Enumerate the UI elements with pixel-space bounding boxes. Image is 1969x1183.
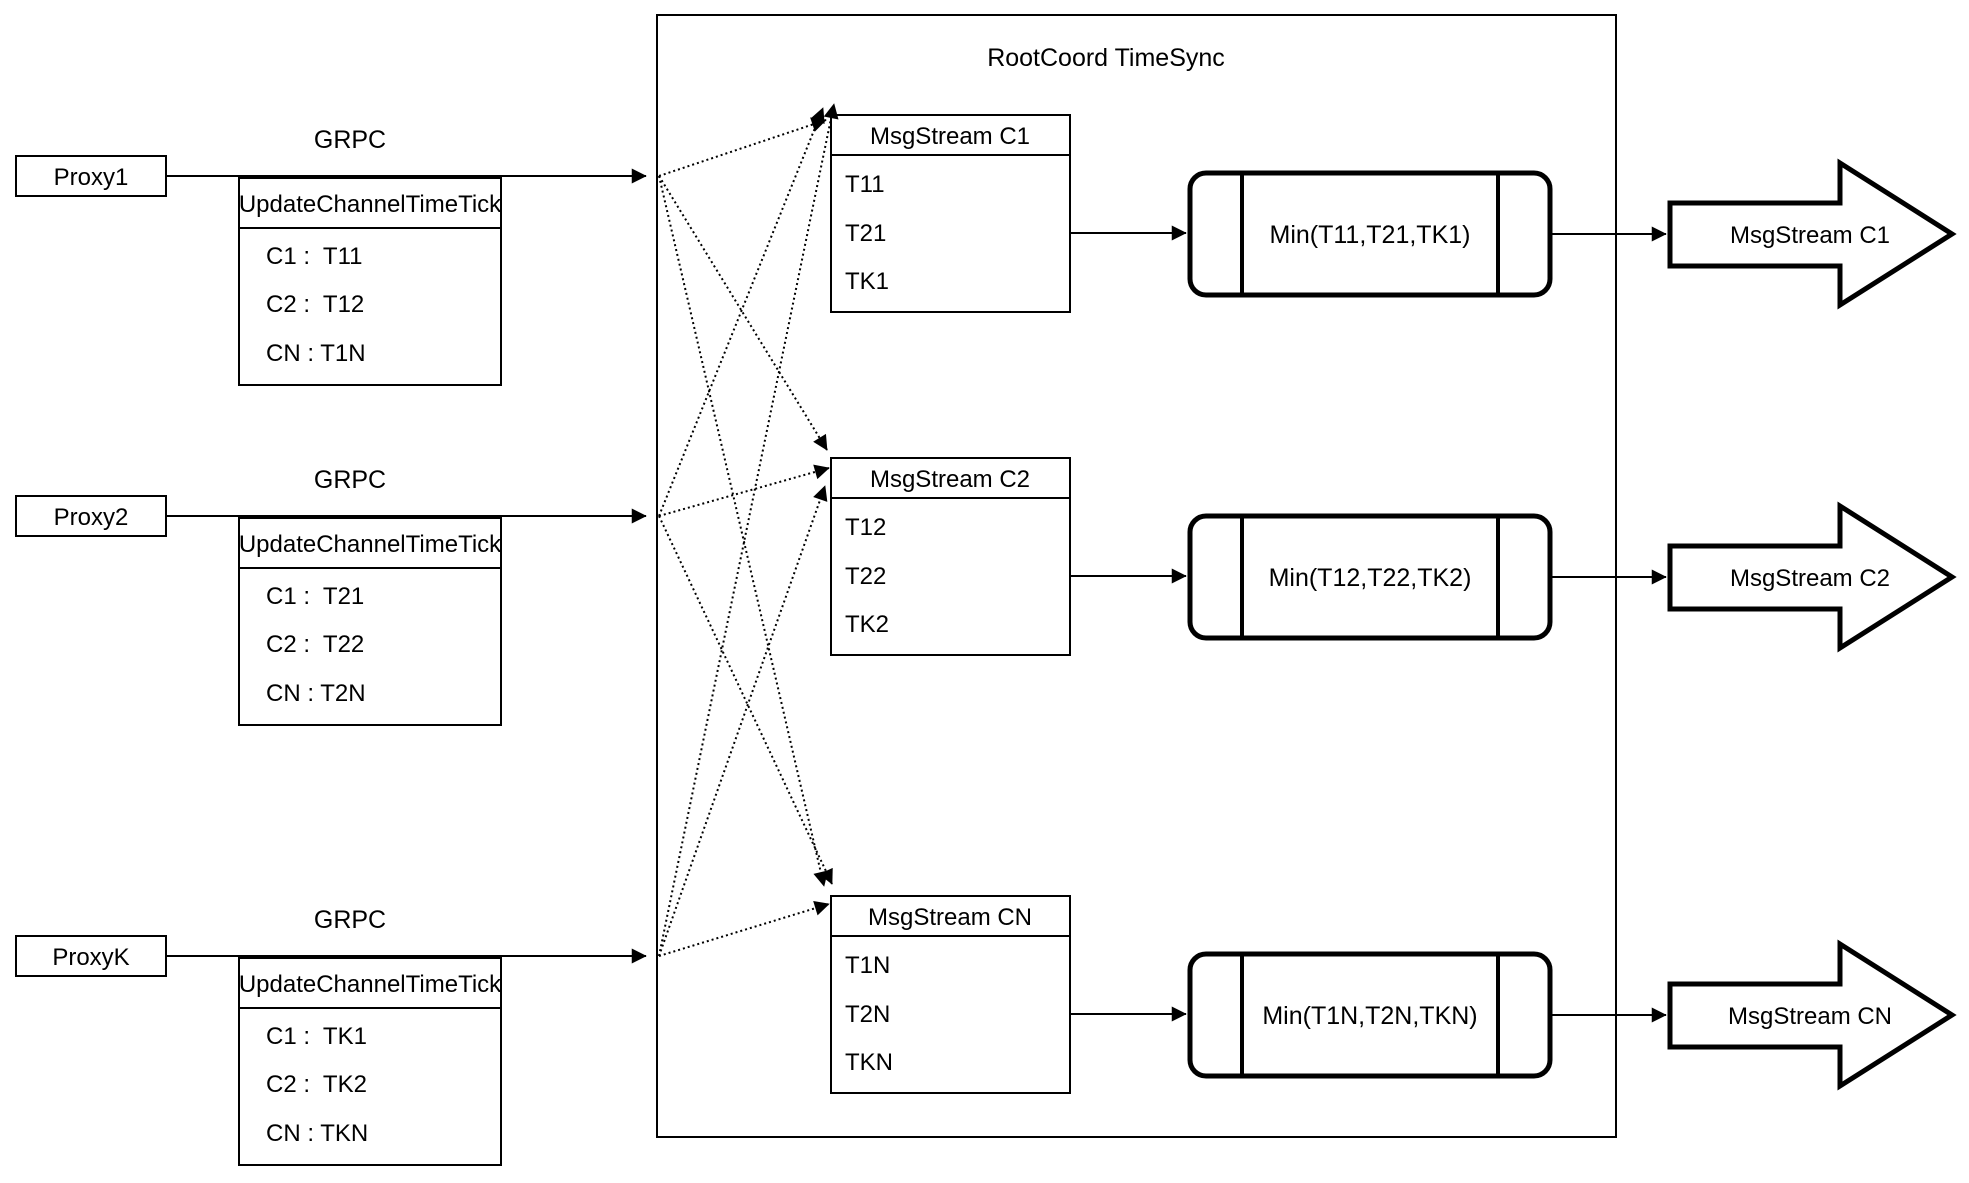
dotted-arrow-pk-cn [658,900,830,957]
proxy1-update-table: UpdateChannelTimeTick C1 : T11 C2 : T12 … [238,177,502,386]
proxy1-box [15,155,167,197]
proxyk-grpc-label: GRPC [314,906,386,934]
dotted-arrow-pk-c1 [658,103,839,957]
proxy1-grpc-label: GRPC [314,126,386,154]
proxy1-table-row: CN : T1N [266,340,366,367]
min-c1-node: Min(T11,T21,TK1) [1187,170,1553,298]
dotted-arrow-p1-cn [658,175,829,887]
proxy1-table-row: C1 : T11 [266,243,363,270]
min-cn-node: Min(T1N,T2N,TKN) [1187,951,1553,1079]
proxy1-table-box [238,177,502,386]
min-c1-box [1187,170,1553,298]
output-arrow-cn: MsgStream CN [1667,939,1957,1091]
output-arrow-c1: MsgStream C1 [1667,158,1957,310]
proxy2-table-header: UpdateChannelTimeTick [239,531,502,558]
msgstream-c1-box [830,114,1071,313]
msgstream-cn-table: MsgStream CN T1N T2N TKN [830,895,1071,1094]
proxy2-table-row: C1 : T21 [266,583,364,610]
proxyk-group: ProxyK GRPC UpdateChannelTimeTick C1 : T… [15,906,647,1166]
output-arrow-cn-shape [1667,939,1957,1091]
msgstream-cn-row: TKN [845,1049,893,1076]
msgstream-c1-row: T21 [845,220,886,247]
msgstream-c2-row: T12 [845,514,886,541]
proxyk-table-row: C1 : TK1 [266,1023,367,1050]
output-arrow-c1-label: MsgStream C1 [1730,222,1890,249]
dotted-arrow-p2-c2 [658,464,830,517]
min-c2-node: Min(T12,T22,TK2) [1187,513,1553,641]
proxy1-group: Proxy1 GRPC UpdateChannelTimeTick C1 : T… [15,126,647,386]
dotted-arrow-p1-c2 [658,175,828,451]
proxy2-table-box [238,517,502,726]
proxy2-group: Proxy2 GRPC UpdateChannelTimeTick C1 : T… [15,466,647,726]
stream-c2-group: MsgStream C2 T12 T22 TK2 Min(T12,T22,TK2… [830,457,1957,656]
output-arrow-c2-label: MsgStream C2 [1730,565,1890,592]
dotted-arrow-p2-cn [658,515,833,885]
proxy1-label: Proxy1 [54,164,129,191]
output-arrow-c1-shape [1667,158,1957,310]
msgstream-c1-header: MsgStream C1 [870,123,1030,150]
proxy2-update-table: UpdateChannelTimeTick C1 : T21 C2 : T22 … [238,517,502,726]
output-arrow-c2-shape [1667,501,1957,653]
msgstream-c2-box [830,457,1071,656]
proxy2-box [15,495,167,537]
proxy2-table-row: CN : T2N [266,680,366,707]
proxyk-box [15,935,167,977]
proxy1-table-header: UpdateChannelTimeTick [239,191,502,218]
msgstream-c2-table: MsgStream C2 T12 T22 TK2 [830,457,1071,656]
proxy2-grpc-label: GRPC [314,466,386,494]
stream-c1-group: MsgStream C1 T11 T21 TK1 Min(T11,T21,TK1… [830,114,1957,313]
timetick-fanout-arrows [658,103,839,957]
min-c2-label: Min(T12,T22,TK2) [1269,564,1472,592]
proxyk-label: ProxyK [52,944,129,971]
proxyk-table-row: C2 : TK2 [266,1071,367,1098]
proxyk-table-row: CN : TKN [266,1120,368,1147]
proxy2-label: Proxy2 [54,504,129,531]
proxyk-table-header: UpdateChannelTimeTick [239,971,502,998]
proxy2-table-row: C2 : T22 [266,631,364,658]
dotted-arrow-p2-c1 [658,107,825,517]
msgstream-c2-header: MsgStream C2 [870,466,1030,493]
msgstream-c1-table: MsgStream C1 T11 T21 TK1 [830,114,1071,313]
proxy1-table-row: C2 : T12 [266,291,364,318]
output-arrow-cn-label: MsgStream CN [1728,1003,1892,1030]
proxyk-table-box [238,957,502,1166]
msgstream-cn-header: MsgStream CN [868,904,1032,931]
dotted-arrow-pk-c2 [658,485,828,957]
msgstream-c2-row: TK2 [845,611,889,638]
msgstream-cn-row: T2N [845,1001,890,1028]
msgstream-cn-row: T1N [845,952,890,979]
stream-cn-group: MsgStream CN T1N T2N TKN Min(T1N,T2N,TKN… [830,895,1957,1094]
proxyk-update-table: UpdateChannelTimeTick C1 : TK1 C2 : TK2 … [238,957,502,1166]
msgstream-c1-row: T11 [845,171,885,198]
msgstream-c1-row: TK1 [845,268,889,295]
msgstream-cn-box [830,895,1071,1094]
min-c2-box [1187,513,1553,641]
output-arrow-c2: MsgStream C2 [1667,501,1957,653]
msgstream-c2-row: T22 [845,563,886,590]
min-cn-box [1187,951,1553,1079]
min-c1-label: Min(T11,T21,TK1) [1270,221,1471,249]
dotted-arrow-p1-c1 [658,117,827,177]
min-cn-label: Min(T1N,T2N,TKN) [1262,1002,1477,1030]
rootcoord-title: RootCoord TimeSync [987,44,1225,72]
